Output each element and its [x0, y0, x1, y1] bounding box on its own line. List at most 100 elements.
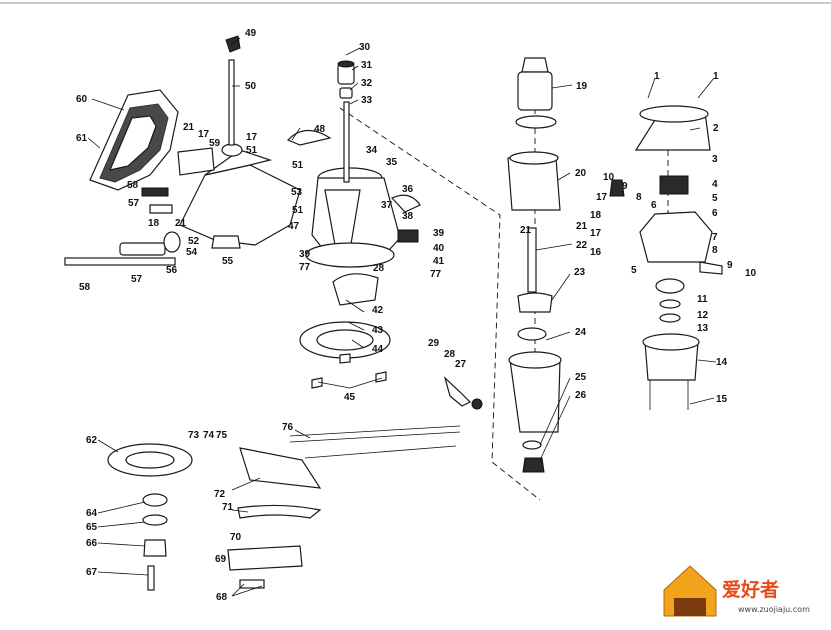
- callout-label: 10: [745, 268, 757, 279]
- callout-label: 43: [372, 325, 384, 336]
- callout-label: 42: [372, 305, 384, 316]
- callout-label: 16: [590, 247, 602, 258]
- callout-labels: 49 50 60 61 21 17 17 51 59 48 51 53 51 4…: [76, 28, 757, 603]
- callout-label: 48: [314, 124, 326, 135]
- callout-label: 57: [128, 198, 140, 209]
- callout-label: 6: [712, 208, 718, 219]
- callout-label: 25: [575, 372, 587, 383]
- callout-label: 17: [246, 132, 258, 143]
- callout-label: 68: [216, 592, 228, 603]
- callout-label: 59: [209, 138, 221, 149]
- handle-housing: [89, 89, 179, 191]
- callout-label: 51: [292, 160, 304, 171]
- callout-label: 70: [230, 532, 242, 543]
- callout-label: 50: [245, 81, 257, 92]
- callout-label: 5: [631, 265, 637, 276]
- callout-label: 4: [712, 179, 718, 190]
- callout-label: 17: [198, 129, 210, 140]
- callout-label: 8: [636, 192, 642, 203]
- base-plates: [299, 273, 483, 410]
- callout-label: 5: [712, 193, 718, 204]
- callout-label: 11: [697, 294, 708, 305]
- callout-label: 41: [433, 256, 445, 267]
- callout-label: 55: [222, 256, 234, 267]
- callout-label: 24: [575, 327, 587, 338]
- router-base: [286, 60, 421, 268]
- callout-label: 14: [716, 357, 728, 368]
- callout-label: 74: [203, 430, 215, 441]
- callout-label: 9: [727, 260, 733, 271]
- callout-label: 36: [402, 184, 414, 195]
- callout-label: 3: [712, 154, 718, 165]
- callout-label: 40: [433, 243, 445, 254]
- callout-label: 9: [622, 181, 628, 192]
- callout-label: 58: [127, 180, 139, 191]
- callout-label: 69: [215, 554, 227, 565]
- callout-label: 35: [386, 157, 398, 168]
- callout-label: 67: [86, 567, 98, 578]
- callout-label: 44: [372, 344, 384, 355]
- shaft-assembly: [64, 147, 241, 266]
- callout-label: 39: [433, 228, 445, 239]
- callout-label: 76: [282, 422, 294, 433]
- callout-label: 17: [596, 192, 608, 203]
- callout-label: 60: [76, 94, 88, 105]
- callout-label: 28: [444, 349, 456, 360]
- callout-label: 56: [166, 265, 178, 276]
- callout-label: 13: [697, 323, 709, 334]
- armature-group: [507, 57, 562, 473]
- callout-label: 26: [575, 390, 587, 401]
- callout-label: 21: [183, 122, 195, 133]
- leader-lines: [87, 37, 717, 597]
- callout-label: 37: [381, 200, 393, 211]
- callout-label: 27: [455, 359, 467, 370]
- watermark-text: 爱好者: [722, 578, 779, 601]
- callout-label: 75: [216, 430, 228, 441]
- callout-label: 18: [148, 218, 160, 229]
- callout-label: 1: [654, 71, 660, 82]
- callout-label: 20: [575, 168, 587, 179]
- callout-label: 52: [188, 236, 200, 247]
- callout-label: 21: [520, 225, 532, 236]
- callout-label: 18: [590, 210, 602, 221]
- callout-label: 29: [428, 338, 440, 349]
- callout-label: 2: [713, 123, 719, 134]
- callout-label: 54: [186, 247, 198, 258]
- watermark-logo: 爱好者 www.zuojiaju.com: [663, 565, 810, 617]
- callout-label: 58: [79, 282, 91, 293]
- center-housing: [179, 35, 301, 246]
- callout-label: 8: [712, 245, 718, 256]
- callout-label: 51: [292, 205, 304, 216]
- callout-label: 53: [291, 187, 303, 198]
- callout-label: 21: [576, 221, 588, 232]
- callout-label: 1: [713, 71, 719, 82]
- callout-label: 51: [246, 145, 258, 156]
- callout-label: 12: [697, 310, 709, 321]
- callout-label: 64: [86, 508, 98, 519]
- callout-label: 23: [574, 267, 586, 278]
- callout-label: 22: [576, 240, 588, 251]
- callout-label: 31: [361, 60, 373, 71]
- callout-label: 38: [402, 211, 414, 222]
- callout-label: 65: [86, 522, 98, 533]
- callout-label: 77: [299, 262, 311, 273]
- callout-label: 47: [288, 221, 300, 232]
- callout-label: 61: [76, 133, 88, 144]
- callout-label: 72: [214, 489, 226, 500]
- callout-label: 66: [86, 538, 98, 549]
- callout-label: 62: [86, 435, 98, 446]
- callout-label: 39: [299, 249, 311, 260]
- callout-label: 45: [344, 392, 356, 403]
- callout-label: 21: [175, 218, 187, 229]
- callout-label: 7: [712, 232, 718, 243]
- accessories: [107, 425, 461, 591]
- callout-label: 71: [222, 502, 234, 513]
- callout-label: 57: [131, 274, 143, 285]
- callout-label: 6: [651, 200, 657, 211]
- callout-label: 49: [245, 28, 257, 39]
- motor-cap-group: [609, 105, 723, 410]
- callout-label: 77: [430, 269, 442, 280]
- callout-label: 30: [359, 42, 371, 53]
- callout-label: 32: [361, 78, 373, 89]
